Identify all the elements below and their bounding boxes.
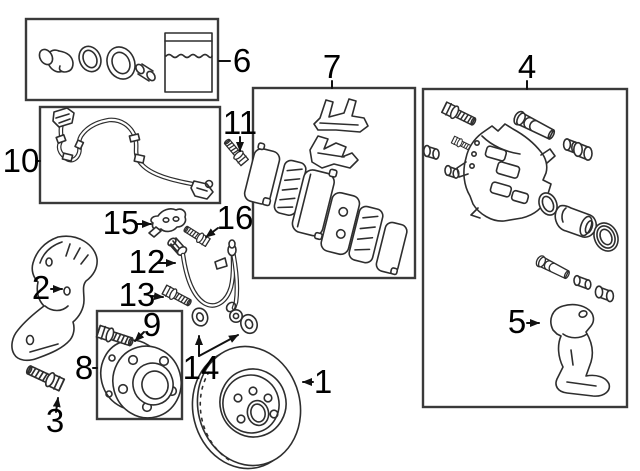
part-label-5: 5 bbox=[508, 303, 526, 340]
leader-lines bbox=[35, 60, 540, 413]
hose-bolt-drawing bbox=[161, 283, 194, 310]
part-label-1: 1 bbox=[314, 363, 332, 400]
hub-assembly-drawing bbox=[95, 323, 182, 419]
part-labels: 1 2 3 4 5 6 7 8 9 10 11 12 13 14 15 16 bbox=[3, 42, 537, 439]
part-label-11: 11 bbox=[223, 104, 257, 141]
part-label-12: 12 bbox=[129, 243, 166, 280]
part-label-4: 4 bbox=[518, 48, 536, 85]
part-label-10: 10 bbox=[3, 142, 40, 179]
part-label-16: 16 bbox=[217, 199, 254, 236]
brake-hose-drawing bbox=[167, 237, 244, 323]
banjo-fitting bbox=[229, 308, 244, 323]
part-label-6: 6 bbox=[233, 42, 251, 79]
part-label-13: 13 bbox=[119, 276, 156, 313]
part-label-7: 7 bbox=[323, 48, 341, 85]
part-label-15: 15 bbox=[103, 204, 140, 241]
caliper-seal-kit-drawing bbox=[38, 32, 213, 93]
part-label-14: 14 bbox=[183, 349, 220, 386]
part-label-8: 8 bbox=[75, 349, 93, 386]
brake-pad-set-drawing bbox=[243, 98, 408, 276]
harness-connector bbox=[52, 107, 75, 128]
part-label-3: 3 bbox=[46, 402, 64, 439]
hose-bracket-drawing bbox=[148, 208, 187, 238]
part-label-2: 2 bbox=[32, 269, 50, 306]
brake-rotor-drawing bbox=[191, 345, 302, 470]
splash-shield-drawing bbox=[11, 235, 98, 362]
caliper-body bbox=[463, 123, 552, 222]
caliper-assembly-drawing bbox=[422, 100, 619, 397]
grease-packet bbox=[164, 32, 213, 93]
caliper-bracket bbox=[550, 303, 611, 397]
shield-bolt-drawing bbox=[23, 361, 66, 393]
washers-drawing bbox=[191, 307, 258, 335]
abs-sensor-harness-drawing bbox=[52, 107, 214, 200]
caliper-bolt-drawing bbox=[221, 136, 250, 167]
banjo-bolt-drawing bbox=[181, 223, 212, 248]
part-label-9: 9 bbox=[143, 306, 161, 343]
